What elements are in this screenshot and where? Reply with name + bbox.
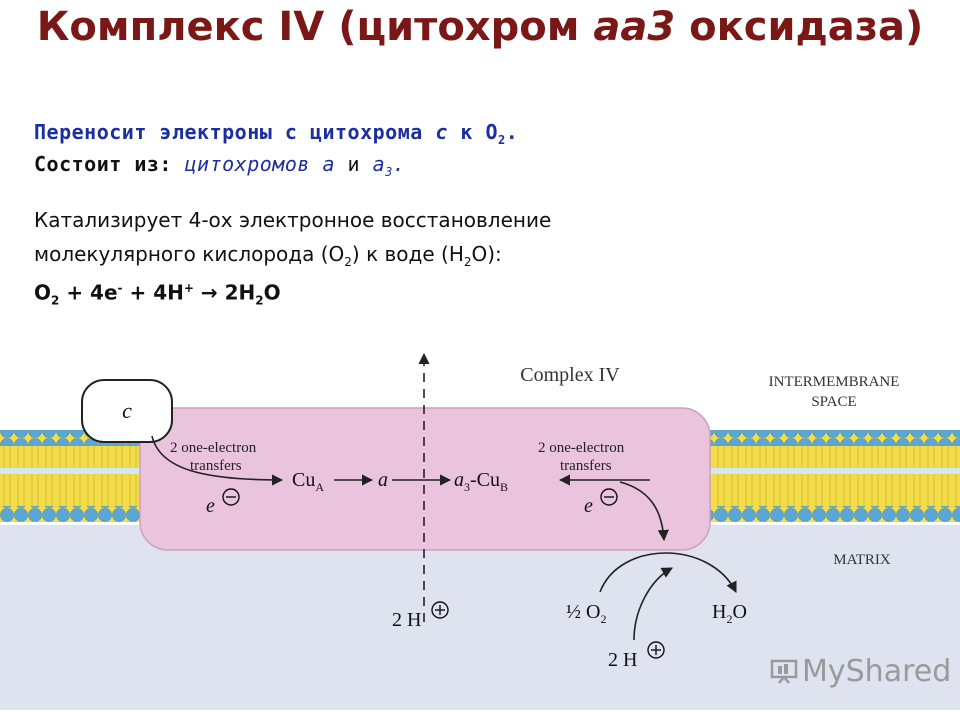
line4-b: ) к воде (H (351, 242, 464, 266)
eq-o2: O (34, 280, 52, 305)
line4-sub1: 2 (344, 255, 352, 269)
water-h: H (712, 601, 726, 623)
eq-mid1: + 4e (59, 280, 118, 305)
cu-a-sub: A (315, 480, 324, 494)
heme-a3-text: a (454, 469, 464, 491)
half-o2: ½ O2 (566, 601, 606, 626)
transfer-left-2: transfers (190, 458, 242, 474)
electron-left: e (206, 495, 215, 517)
proton-left: 2 H (392, 609, 421, 631)
line2-cyt-a: цитохромов a (171, 152, 335, 176)
line1-mid: к O (447, 120, 499, 144)
electron-down-arrow (619, 481, 669, 542)
line-oxygen: молекулярного кислорода (O2) к воде (H2O… (34, 240, 502, 276)
line2-a3-sub: 3 (385, 165, 393, 179)
water-o: O (732, 601, 746, 623)
water-sub: 2 (726, 612, 732, 626)
line-catalysis: Катализирует 4-ох электронное восстановл… (34, 208, 552, 232)
proton-bottom: 2 H (608, 649, 637, 671)
cytochrome-c-label: c (122, 398, 132, 423)
reaction-equation: O2 + 4e- + 4H+ → 2H2O (34, 274, 281, 315)
cu-a-text: Cu (292, 469, 315, 491)
slide-title: Комплекс IV (цитохром aa3 оксидаза) (0, 2, 960, 52)
ims-label-1: INTERMEMBRANE (769, 374, 900, 390)
transfer-left-1: 2 one-electron (170, 440, 257, 456)
complex-iv-body (139, 407, 711, 551)
electron-right: e (584, 495, 593, 517)
proton-bottom-text: 2 H (608, 649, 637, 671)
complex-iv-diagram: c Complex IV INTERMEMBRANE SPACE MATRIX … (0, 352, 960, 710)
line2-and: и (335, 152, 373, 176)
line2-a3: a (372, 152, 386, 176)
heme-a: a (378, 469, 388, 491)
title-text-end: оксидаза) (675, 4, 924, 50)
proton-left-text: 2 H (392, 609, 421, 631)
minus-circle-icon (222, 488, 240, 506)
cytochrome-c (81, 379, 173, 443)
heme-a3-sub: 3 (464, 480, 470, 494)
line4-sub2: 2 (463, 255, 472, 269)
line-transfers: Переносит электроны с цитохрома c к O2. (34, 118, 518, 154)
eq-h2o: 2H (224, 280, 256, 305)
transfer-right-2: transfers (560, 458, 612, 474)
line4-c: O): (471, 242, 502, 266)
title-text: Комплекс IV (цитохром (36, 4, 594, 50)
plus-circle-icon (431, 601, 449, 619)
eq-arrow: → (193, 280, 225, 305)
a3-cub: a3-CuB (454, 469, 508, 494)
watermark-text: MyShared (802, 654, 952, 689)
cu-a: CuA (292, 469, 324, 494)
eq-h-sup: + (183, 281, 194, 295)
watermark: MyShared (770, 654, 951, 689)
line1-text: Переносит электроны с цитохрома (34, 120, 436, 144)
line1-sub: 2 (498, 133, 506, 147)
eq-o2-sub: 2 (51, 293, 60, 308)
plus-circle-icon (647, 641, 665, 659)
line4-a: молекулярного кислорода (O (34, 242, 345, 266)
half-o2-sub: 2 (600, 612, 606, 626)
line2-bold: Состоит из: (34, 152, 172, 176)
cu-b-sub: B (500, 480, 508, 494)
title-italic: aa3 (593, 4, 676, 50)
line1-end: . (505, 120, 519, 144)
line2-end: . (392, 152, 406, 176)
minus-circle-icon (600, 488, 618, 506)
reaction-arc (599, 552, 737, 594)
presentation-icon (770, 659, 798, 684)
matrix-region (0, 525, 960, 710)
eq-h2o-sub: 2 (255, 293, 264, 308)
proton-uptake-arrow (633, 567, 673, 641)
eq-o: O (263, 280, 281, 305)
ims-label-2: SPACE (811, 394, 856, 410)
eq-mid2: + 4H (122, 280, 184, 305)
cu-b-text: -Cu (470, 469, 500, 491)
line-composition: Состоит из: цитохромов a и a3. (34, 150, 405, 186)
complex-label: Complex IV (520, 364, 620, 386)
half-o2-text: ½ O (566, 601, 600, 623)
line1-c: c (435, 120, 448, 144)
eq-e-sup: - (117, 281, 123, 295)
electron-arrow-left (151, 435, 284, 486)
water: H2O (712, 601, 747, 626)
matrix-label: MATRIX (833, 552, 891, 568)
transfer-right-1: 2 one-electron (538, 440, 625, 456)
